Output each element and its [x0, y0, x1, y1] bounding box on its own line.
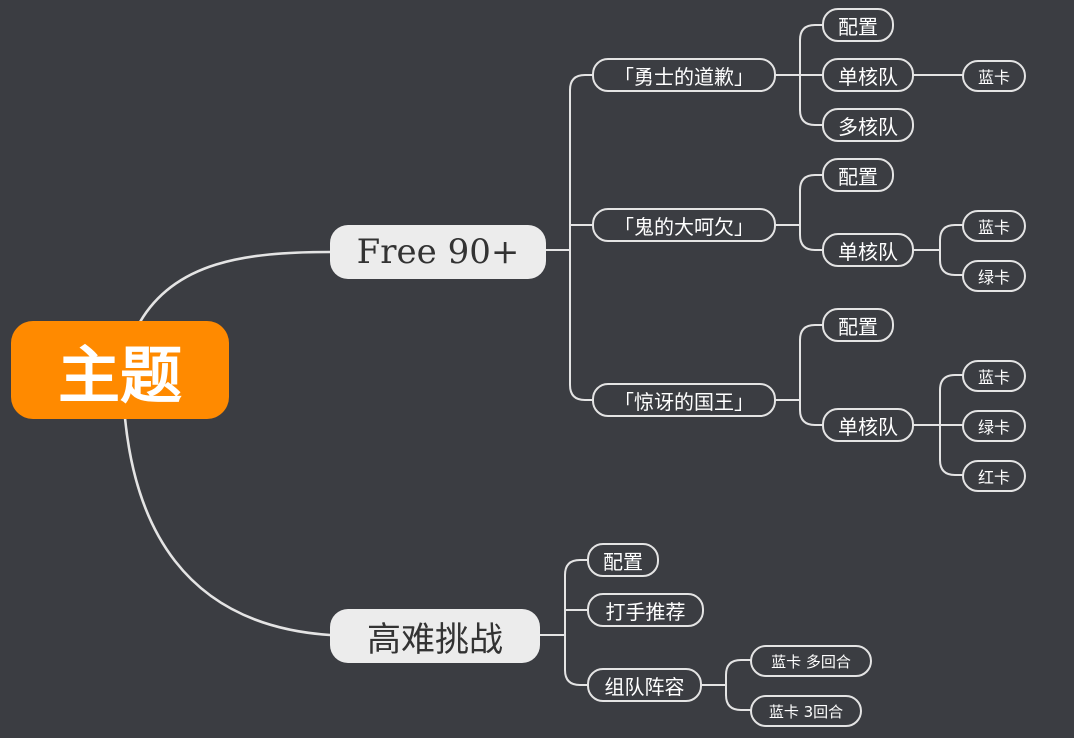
ch1-multi-core-node[interactable]: 多核队 — [822, 108, 914, 142]
challenge-config-node[interactable]: 配置 — [587, 543, 659, 577]
ch3-blue-card-node[interactable]: 蓝卡 — [962, 360, 1026, 392]
ch1-single-core-node[interactable]: 单核队 — [822, 58, 914, 92]
root-topic[interactable]: 主题 — [11, 321, 229, 419]
ch2-green-card-node[interactable]: 绿卡 — [962, 260, 1026, 292]
ch3-red-card-node[interactable]: 红卡 — [962, 460, 1026, 492]
branch-challenge[interactable]: 高难挑战 — [330, 609, 540, 663]
ch2-single-core-node[interactable]: 单核队 — [822, 233, 914, 267]
branch-free90[interactable]: Free 90+ — [330, 225, 546, 279]
chapter-3-node[interactable]: 「惊讶的国王」 — [592, 383, 776, 417]
team-blue-3-round-node[interactable]: 蓝卡 3回合 — [750, 695, 862, 727]
ch3-green-card-node[interactable]: 绿卡 — [962, 410, 1026, 442]
challenge-team-node[interactable]: 组队阵容 — [587, 668, 702, 702]
challenge-recommend-node[interactable]: 打手推荐 — [587, 593, 704, 627]
ch2-config-node[interactable]: 配置 — [822, 158, 894, 192]
chapter-2-node[interactable]: 「鬼的大呵欠」 — [592, 208, 776, 242]
ch3-config-node[interactable]: 配置 — [822, 308, 894, 342]
ch2-blue-card-node[interactable]: 蓝卡 — [962, 210, 1026, 242]
ch3-single-core-node[interactable]: 单核队 — [822, 408, 914, 442]
team-blue-multi-round-node[interactable]: 蓝卡 多回合 — [750, 645, 872, 677]
chapter-1-node[interactable]: 「勇士的道歉」 — [592, 58, 776, 92]
ch1-blue-card-node[interactable]: 蓝卡 — [962, 60, 1026, 92]
ch1-config-node[interactable]: 配置 — [822, 8, 894, 42]
